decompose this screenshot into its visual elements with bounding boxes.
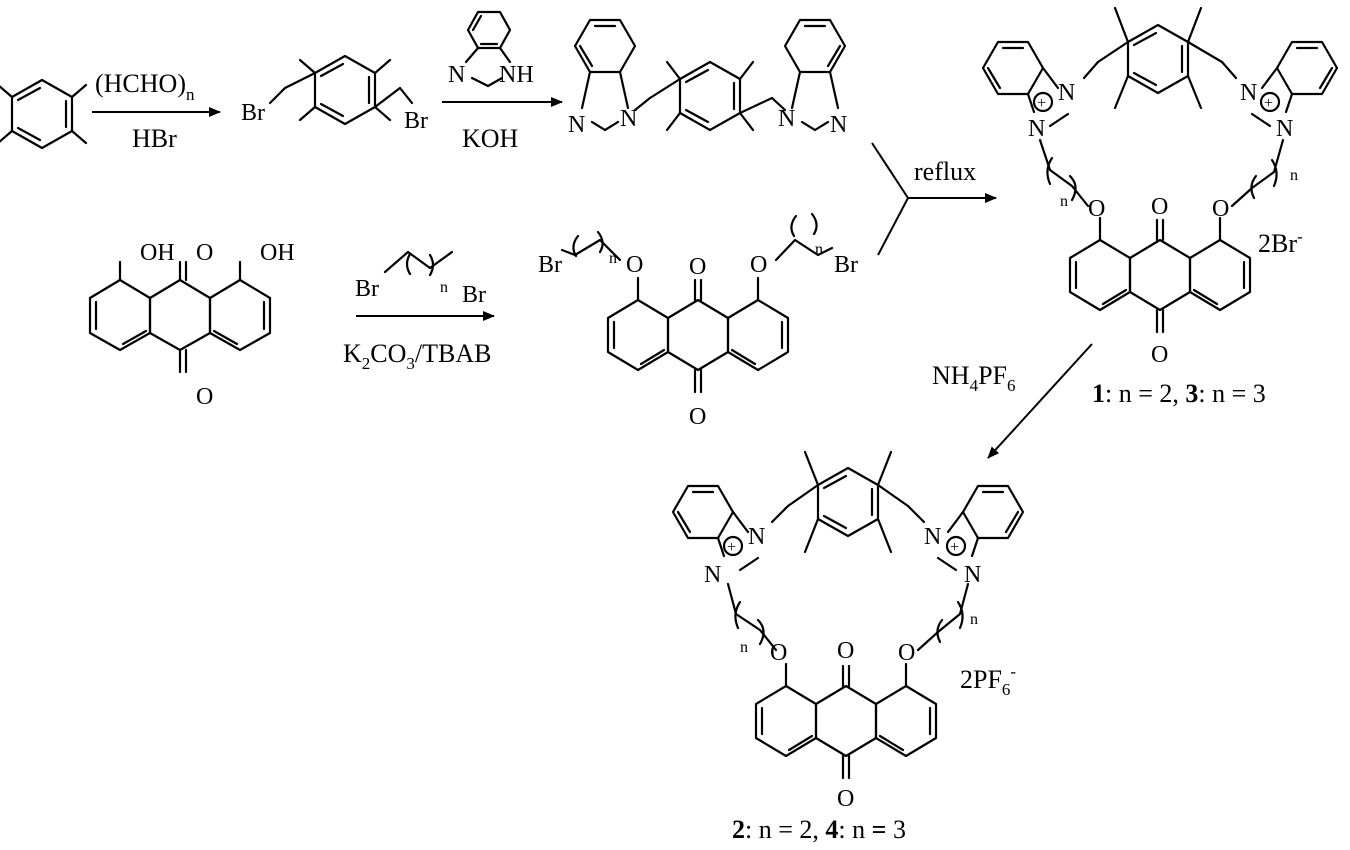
benzimidazole-reagent-structure	[464, 10, 512, 88]
bis-benzimidazole-durene-structure	[573, 18, 847, 132]
charge-p1-left: +	[1037, 95, 1046, 112]
atom-o-ether-left: O	[626, 252, 643, 278]
atom-oh-right: OH	[260, 240, 295, 266]
dihydroxyanthraquinone-structure	[88, 260, 272, 374]
chain-n-right: n	[815, 241, 823, 258]
atom-oh-left: OH	[140, 240, 175, 266]
atom-o-carbonyl-top: O	[196, 240, 213, 266]
atom-o-p2-left: O	[770, 640, 787, 666]
bis-bromomethyl-durene-structure	[268, 54, 414, 126]
reaction-arrow-5	[987, 343, 1093, 459]
atom-n-p1-d: N	[1276, 116, 1293, 142]
bis-bromoalkoxy-anthraquinone-structure	[560, 212, 834, 394]
atom-n-p1-b: N	[1028, 116, 1045, 142]
atom-o-carbonyl-bottom: O	[196, 384, 213, 410]
atom-br-chain-left: Br	[355, 276, 379, 302]
reagent-reflux: reflux	[914, 157, 976, 186]
atom-br-right: Br	[404, 108, 428, 134]
reagent-nh4pf6: NH4PF6	[932, 361, 1015, 395]
atom-o-p1-right: O	[1212, 196, 1229, 222]
atom-br-right-2: Br	[834, 252, 858, 278]
reagent-k2co3-tbab: K2CO3/TBAB	[343, 339, 491, 373]
product-1-3-structure	[981, 6, 1339, 334]
chain-n-left: n	[609, 250, 617, 267]
atom-n-right-1: N	[778, 106, 795, 132]
atom-o-p1-bottom: O	[1151, 342, 1168, 368]
atom-o-p1-left: O	[1088, 196, 1105, 222]
atom-o-p2-right: O	[898, 640, 915, 666]
counterion-br: 2Br-	[1258, 227, 1303, 258]
compound-label-1-3: 1: n = 2, 3: n = 3	[1092, 379, 1266, 408]
atom-o-p1-top: O	[1151, 194, 1168, 220]
atom-br-left-2: Br	[538, 252, 562, 278]
durene-structure	[0, 78, 88, 150]
reagent-koh: KOH	[462, 124, 519, 153]
charge-p1-right: +	[1264, 95, 1273, 112]
dibromoalkane-reagent-structure	[383, 250, 454, 277]
atom-n-benzimidazole: N	[448, 62, 465, 88]
reagent-hbr: HBr	[132, 124, 177, 153]
atom-o-ether-right: O	[750, 252, 767, 278]
atom-n-p2-d: N	[964, 562, 981, 588]
atom-nh-benzimidazole: NH	[499, 62, 534, 88]
atom-n-left-2: N	[620, 106, 637, 132]
atom-o-p2-bottom: O	[837, 786, 854, 812]
chain-n-p1-right: n	[1290, 167, 1298, 184]
atom-n-p1-c: N	[1240, 80, 1257, 106]
chain-n-p1-left: n	[1060, 193, 1068, 210]
atom-n-p2-a: N	[748, 524, 765, 550]
atom-br-left: Br	[241, 100, 265, 126]
atom-n-p2-c: N	[924, 524, 941, 550]
reflux-arrow	[871, 142, 997, 256]
atom-o-carbonyl-bottom-2: O	[689, 404, 706, 430]
atom-n-left-1: N	[568, 112, 585, 138]
chain-n-p2-left: n	[740, 639, 748, 656]
compound-label-2-4: 2: n = 2, 4: n = 3	[732, 815, 906, 844]
charge-p2-right: +	[950, 539, 959, 556]
counterion-pf6: 2PF6-	[960, 662, 1016, 699]
atom-br-chain-right: Br	[462, 282, 486, 308]
chain-n-p2-right: n	[970, 611, 978, 628]
atom-o-p2-top: O	[837, 638, 854, 664]
atom-o-carbonyl-top-2: O	[689, 254, 706, 280]
atom-n-p1-a: N	[1058, 80, 1075, 106]
charge-p2-left: +	[727, 539, 736, 556]
atom-n-right-2: N	[830, 112, 847, 138]
chain-n-label: n	[440, 279, 448, 296]
product-2-4-structure	[671, 450, 1025, 780]
reagent-hcho: (HCHO)n	[95, 69, 195, 104]
atom-n-p2-b: N	[704, 562, 721, 588]
